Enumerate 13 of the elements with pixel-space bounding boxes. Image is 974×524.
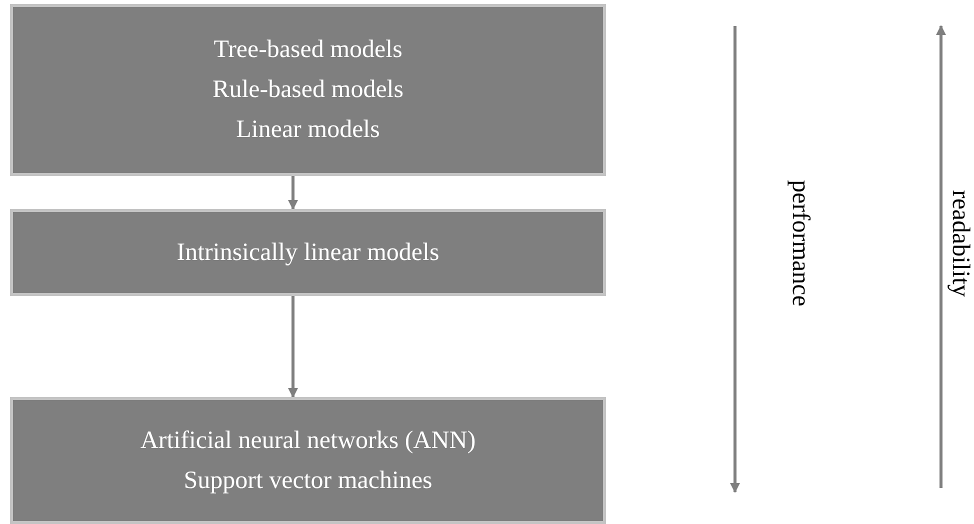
model-label: Artificial neural networks (ANN) — [140, 426, 476, 456]
axis-label: performance — [786, 180, 814, 306]
arrow — [288, 296, 298, 398]
arrow — [288, 176, 298, 210]
process-box — [10, 209, 606, 296]
process-box — [10, 397, 606, 524]
model-label: Intrinsically linear models — [176, 238, 440, 268]
model-label: Rule-based models — [212, 75, 404, 105]
axis-label: readability — [946, 190, 974, 297]
process-box — [10, 4, 606, 176]
model-label: Support vector machines — [184, 466, 432, 496]
model-label: Linear models — [236, 115, 380, 145]
model-label: Tree-based models — [214, 35, 402, 65]
